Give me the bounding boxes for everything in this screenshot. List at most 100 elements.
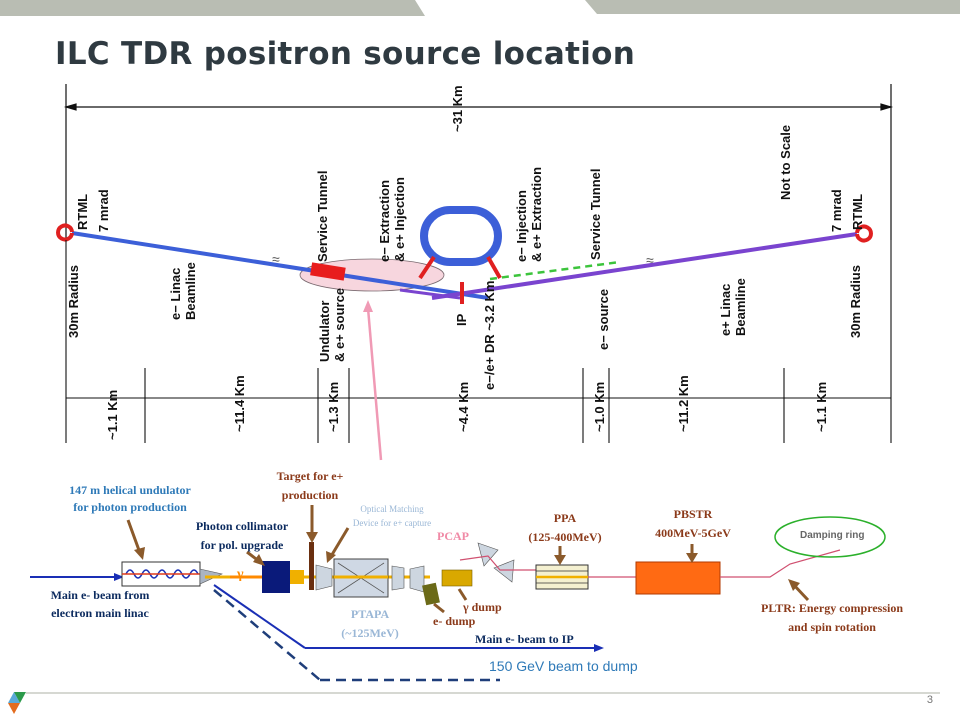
radius-right-label: 30m Radius [848,265,863,338]
header-bar-left [0,0,425,16]
ip-label: IP [454,313,469,326]
segment-label-5: ~1.0 Km [592,382,607,432]
service-tunnel-right-label: Service Tunnel [588,168,603,260]
e-plus-beamline-left [399,288,461,300]
injection-right-label-2: & e+ Extraction [529,167,544,262]
collimator-exit [290,570,304,584]
undulator-label-2: for photon production [73,500,187,514]
beam-to-ip-label: Main e- beam to IP [475,632,574,646]
gamma-label: γ [237,567,244,582]
pltr-path [720,549,841,578]
beam-to-ip-arrowhead [594,644,604,652]
not-to-scale-label: Not to Scale [778,125,793,200]
target-label-1: Target for e+ [276,469,344,483]
ppa-label-1: PPA [553,511,577,525]
rtml-left-label: RTML [75,194,90,230]
extraction-left-label-1: e− Extraction [377,180,392,262]
undulator-source-label-2: & e+ source [332,288,347,362]
dr-length-label: e−/e+ DR ~3.2 Km [482,281,497,390]
mrad-right-label: 7 mrad [829,189,844,232]
pltr-label-1: PLTR: Energy compression [760,601,903,615]
undulator-block [310,262,346,281]
beam-to-ip-line [213,584,306,649]
main-beam-from-label-1: Main e- beam from [50,588,150,602]
pcap-bend-2 [493,559,515,583]
pbstr-linac [635,561,721,595]
e-plus-linac-label-2: Beamline [733,278,748,336]
dr-transfer-lines [418,255,502,280]
damping-ring-label: Damping ring [800,530,865,541]
omd-label-1: Optical Matching [360,504,424,514]
omd-callout-arrow [328,527,350,559]
e-source-label: e− source [596,289,611,350]
main-beam-arrowhead [114,573,124,581]
total-length-label: ~31 Km [450,85,465,132]
segment-label-1: ~1.1 Km [105,390,120,440]
break-mark-left: ≈ [272,251,280,267]
beam-to-dump-label: 150 GeV beam to dump [489,658,638,674]
mrad-left-label: 7 mrad [96,189,111,232]
rtml-right-label: RTML [850,194,865,230]
e-minus-linac-label-1: e− Linac [168,268,183,320]
segment-label-4: ~4.4 Km [456,382,471,432]
page-title: ILC TDR positron source location [55,36,636,72]
undulator-label-1: 147 m helical undulator [69,483,191,497]
omd-label-2: Device for e+ capture [352,518,432,528]
e-minus-dump [422,582,440,606]
zoom-pointer-arrow [366,307,383,461]
total-length-dimension [63,84,894,240]
segment-label-7: ~1.1 Km [814,382,829,432]
pltr-label-2: and spin rotation [788,620,876,634]
ppa-label-2: (125-400MeV) [528,530,602,544]
segment-label-2: ~11.4 Km [232,375,247,432]
injection-right-label-1: e− Injection [514,190,529,262]
segment-dimension-lines [65,240,892,443]
zoom-pointer-arrowhead [363,300,373,312]
beam-to-dump-line [213,589,321,681]
pcap-path [459,555,536,571]
optical-matching-device [315,564,333,591]
main-beam-from-label-2: electron main linac [51,606,149,620]
gamma-dump-callout-arrow [457,588,468,601]
rtml-right-icon [855,224,873,243]
damping-ring [420,206,502,266]
gamma-dump [441,569,473,587]
e-dump-label: e- dump [433,614,476,628]
undulator-callout-arrow [126,519,142,554]
e-dump-callout-arrow [433,602,445,614]
page-number: 3 [926,694,933,706]
undulator-source-label-1: Undulator [317,301,332,362]
target [309,542,314,590]
damping-ring-ellipse [774,516,886,558]
service-tunnel-left-label: Service Tunnel [315,170,330,262]
photon-collimator [262,561,290,593]
extraction-left-label-2: & e+ Injection [392,177,407,262]
pcap-bend-1 [477,542,499,567]
collimator-label-2: for pol. upgrade [200,538,284,552]
collimator-label-1: Photon collimator [195,519,289,533]
e-minus-linac-label-2: Beamline [183,262,198,320]
pbstr-label-1: PBSTR [673,507,713,521]
rtml-left-icon [56,223,74,242]
ptapa-label-1: PTAPA [350,607,390,621]
pcap-label: PCAP [437,529,469,543]
break-mark-right: ≈ [646,252,654,268]
e-plus-beamline [431,232,858,300]
undulator-wave [125,569,199,579]
gamma-dump-label: γ dump [463,600,502,614]
header-bar-right [585,0,960,14]
pbstr-label-2: 400MeV-5GeV [655,526,731,540]
magnet-3 [409,565,425,593]
e-plus-linac-label-1: e+ Linac [718,284,733,336]
magnet-2 [391,565,405,591]
logo-icon [8,692,26,714]
radius-left-label: 30m Radius [66,265,81,338]
segment-label-6: ~11.2 Km [676,375,691,432]
e-minus-beamline [71,231,489,300]
target-label-2: production [281,488,339,502]
segment-label-3: ~1.3 Km [326,382,341,432]
ptapa-label-2: (~125MeV) [341,626,399,640]
